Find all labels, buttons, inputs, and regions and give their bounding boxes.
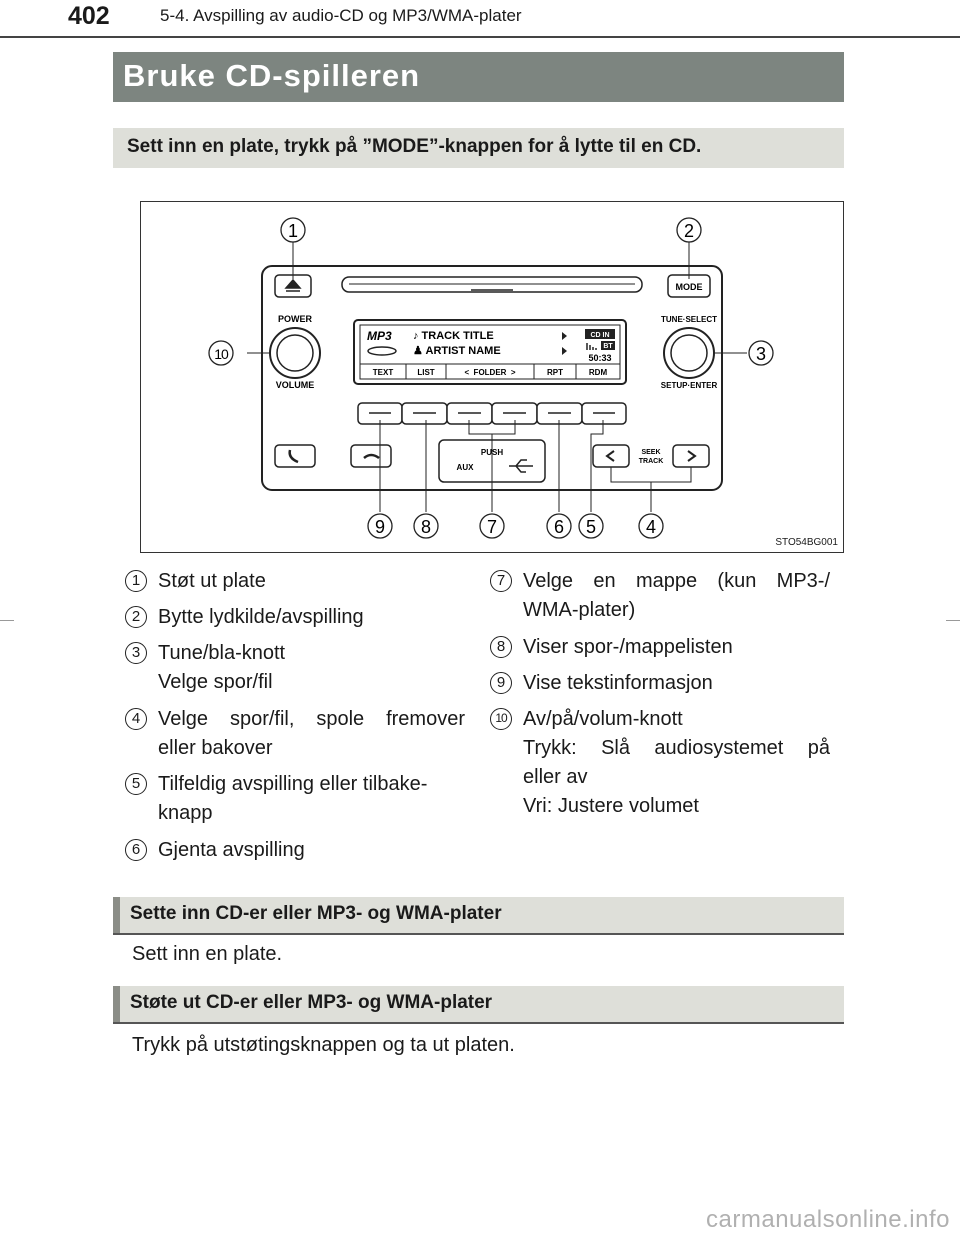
seek-back-button[interactable]: [592, 444, 630, 468]
display-track-title: ♪ TRACK TITLE: [413, 330, 494, 342]
header-rule: [0, 36, 960, 38]
display-bt: BT: [603, 343, 613, 350]
subsection-insert-bar: Sette inn CD-er eller MP3- og WMA-plater: [113, 897, 844, 935]
callout-6: 6: [546, 513, 572, 539]
legend-number: 8: [490, 636, 512, 658]
legend-text: Trykk: Slå audiosystemet på: [523, 737, 830, 759]
legend-number: 4: [125, 708, 147, 730]
legend-text: eller av: [523, 766, 588, 788]
callout-7: 7: [479, 513, 505, 539]
softkey-label: TEXT: [373, 368, 394, 377]
legend-text: Vri: Justere volumet: [523, 795, 699, 817]
svg-text:3: 3: [756, 344, 766, 364]
legend-text: eller bakover: [158, 737, 273, 759]
track-label: TRACK: [639, 458, 664, 465]
display-cd-in: CD IN: [590, 332, 609, 339]
callout-2: 2: [676, 217, 702, 243]
legend-text: Velge spor/fil, spole fremover: [158, 708, 465, 730]
legend-text: WMA-plater): [523, 599, 636, 621]
usb-icon: [509, 459, 533, 473]
svg-text:7: 7: [487, 517, 497, 537]
callout-8: 8: [413, 513, 439, 539]
subsection-marker: [113, 986, 120, 1022]
eject-icon: [284, 278, 302, 292]
lead-text: Sett inn en plate, trykk på ”MODE”-knapp…: [127, 136, 702, 157]
legend-number: 1: [125, 570, 147, 592]
legend-text: Velge en mappe (kun MP3-/: [523, 570, 830, 592]
lead-box: Sett inn en plate, trykk på ”MODE”-knapp…: [113, 128, 844, 168]
legend-number: 6: [125, 839, 147, 861]
seek-forward-button[interactable]: [672, 444, 710, 468]
callout-3: 3: [748, 340, 774, 366]
legend-text: Bytte lydkilde/avspilling: [158, 606, 364, 628]
legend-text: Tilfeldig avspilling eller tilbake-: [158, 773, 428, 795]
legend-number: 9: [490, 672, 512, 694]
mode-label: MODE: [676, 282, 703, 292]
callout-1: 1: [280, 217, 306, 243]
legend-text: Vise tekstinformasjon: [523, 672, 713, 694]
power-label: POWER: [278, 314, 313, 324]
seek-label: SEEK: [641, 449, 660, 456]
signal-icon: [586, 343, 597, 350]
crop-mark-left: [0, 620, 14, 621]
svg-text:5: 5: [586, 517, 596, 537]
svg-text:1: 1: [288, 221, 298, 241]
svg-text:2: 2: [684, 221, 694, 241]
audio-unit-figure: MODE POWER VOLUME TUNE·SELECT SETUP·ENTE…: [140, 201, 844, 553]
svg-text:4: 4: [646, 517, 656, 537]
chevron-left-icon: [605, 450, 615, 462]
svg-text:8: 8: [421, 517, 431, 537]
legend-text: Tune/bla-knott: [158, 642, 286, 664]
chevron-right-icon: [687, 450, 697, 462]
setup-enter-label: SETUP·ENTER: [661, 381, 718, 390]
display-artist-name: ♟ ARTIST NAME: [413, 345, 501, 357]
display-mode-badge: MP3: [367, 329, 392, 343]
softkey-label: RDM: [589, 368, 608, 377]
running-head: 5-4. Avspilling av audio-CD og MP3/WMA-p…: [160, 6, 522, 25]
legend-text: Velge spor/fil: [158, 671, 273, 693]
section-title: Bruke CD-spilleren: [123, 58, 421, 93]
subsection-insert-text: Sett inn en plate.: [132, 943, 283, 965]
subsection-eject-text: Trykk på utstøtingsknappen og ta ut plat…: [132, 1034, 515, 1056]
crop-mark-right: [946, 620, 960, 621]
legend-text: knapp: [158, 802, 213, 824]
legend-text: Gjenta avspilling: [158, 839, 305, 861]
legend-text: Av/på/volum-knott: [523, 708, 683, 730]
callout-5: 5: [578, 513, 604, 539]
display-softkey-row: TEXT LIST < FOLDER > RPT RDM: [373, 364, 608, 379]
display-time: 50:33: [588, 353, 611, 363]
legend-number: 10: [490, 708, 512, 730]
legend-number: 7: [490, 570, 512, 592]
section-title-bar: Bruke CD-spilleren: [113, 52, 844, 102]
svg-text:6: 6: [554, 517, 564, 537]
legend-text: Støt ut plate: [158, 570, 266, 592]
legend-number: 2: [125, 606, 147, 628]
tune-select-label: TUNE·SELECT: [661, 315, 717, 324]
legend-number: 5: [125, 773, 147, 795]
phone-pickup-button[interactable]: [274, 444, 316, 468]
softkey-label: < FOLDER >: [464, 368, 515, 377]
watermark: carmanualsonline.info: [706, 1206, 950, 1233]
legend-number: 3: [125, 642, 147, 664]
callout-10: 10: [208, 340, 234, 366]
subsection-eject-bar: Støte ut CD-er eller MP3- og WMA-plater: [113, 986, 844, 1024]
phone-pickup-icon: [288, 449, 299, 464]
phone-hangup-icon: [363, 453, 380, 460]
subsection-marker: [113, 897, 120, 933]
softkey-label: RPT: [547, 368, 563, 377]
callout-4: 4: [638, 513, 664, 539]
callout-9: 9: [367, 513, 393, 539]
svg-text:9: 9: [375, 517, 385, 537]
preset-button-row: [357, 402, 627, 425]
subsection-title: Sette inn CD-er eller MP3- og WMA-plater: [130, 903, 502, 924]
volume-label: VOLUME: [276, 380, 315, 390]
aux-label: AUX: [457, 463, 475, 472]
figure-code: STO54BG001: [775, 537, 838, 548]
softkey-label: LIST: [417, 368, 434, 377]
page-number: 402: [68, 2, 110, 30]
subsection-title: Støte ut CD-er eller MP3- og WMA-plater: [130, 992, 493, 1013]
svg-text:10: 10: [214, 346, 229, 362]
legend-text: Viser spor-/mappelisten: [523, 636, 733, 658]
